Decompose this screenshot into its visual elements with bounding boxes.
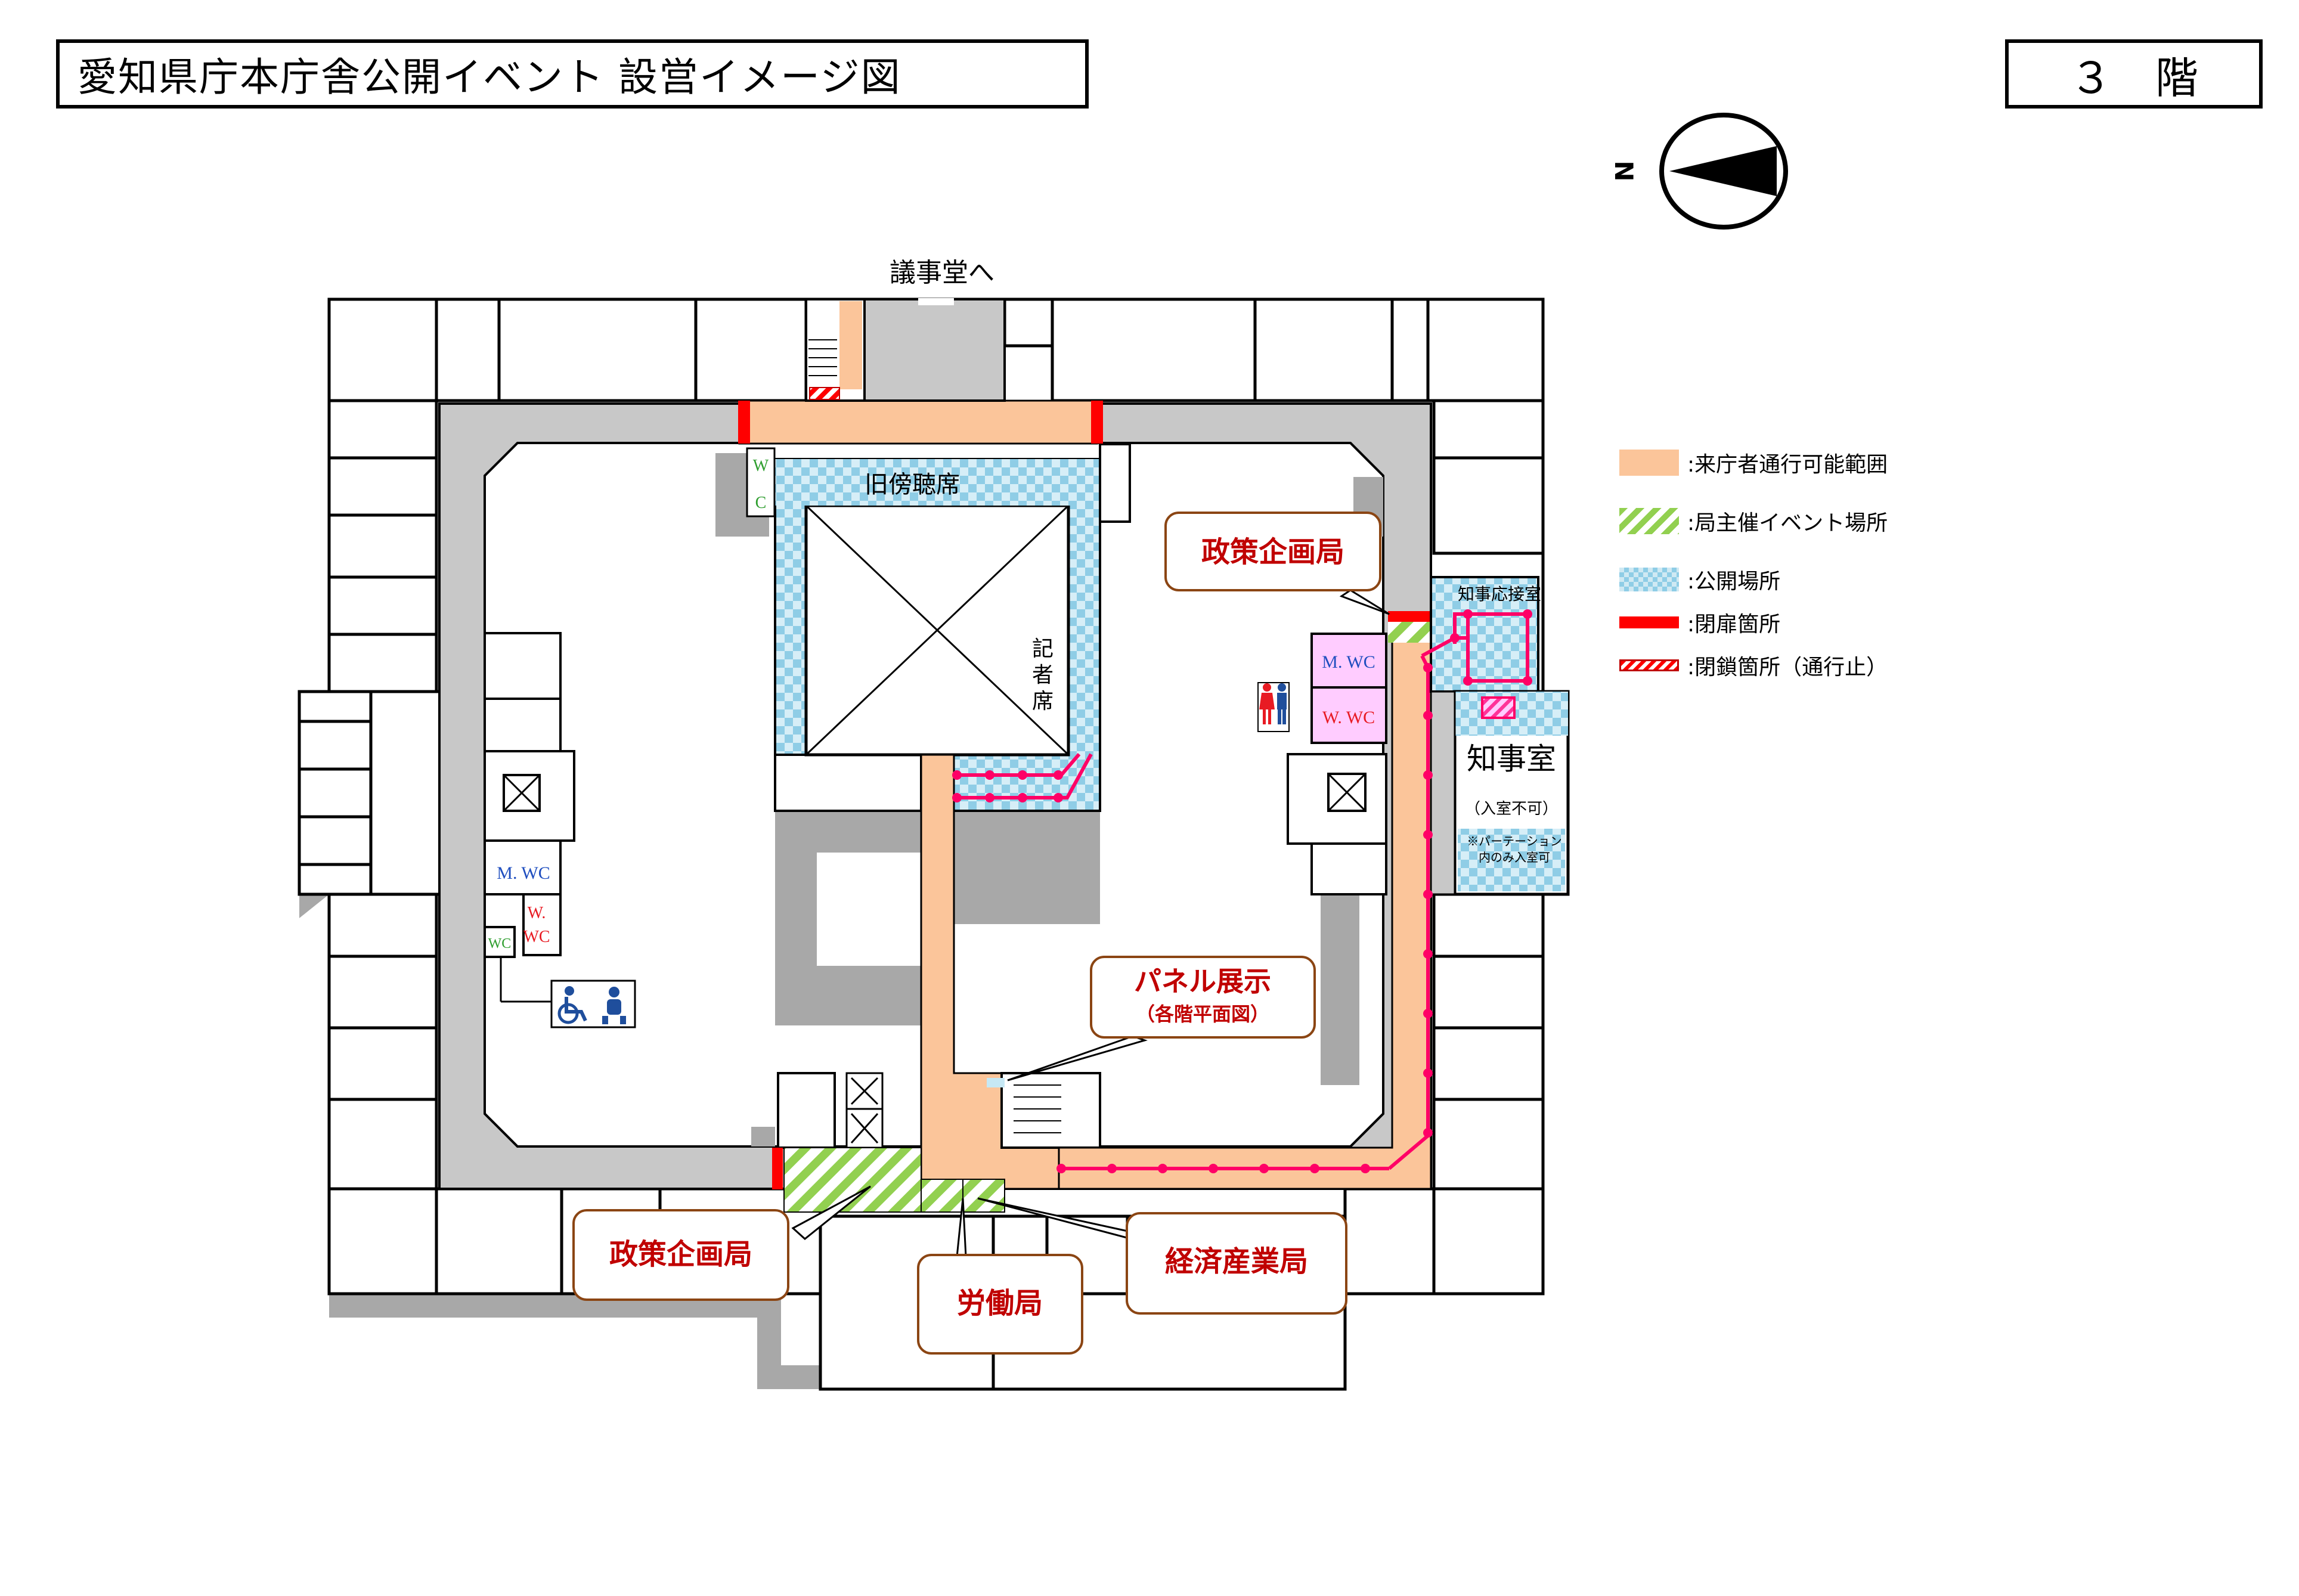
legend-item-block: :閉鎖箇所（通行止）: [1619, 650, 1888, 681]
wc-top-c: C: [755, 494, 767, 512]
label-old-gallery: 旧傍聴席: [865, 472, 960, 498]
callout-policy-top: 政策企画局: [1201, 537, 1344, 568]
wc-left-women-2: WC: [523, 928, 550, 946]
label-partition-note-2: 内のみ入室可: [1479, 851, 1550, 864]
callouts: 政策企画局 パネル展示 （各階平面図） 政策企画局 労働局 経済産業局: [572, 512, 1381, 1355]
wc-left-women-1: W.: [528, 904, 546, 922]
callout-policy-bottom: 政策企画局: [609, 1239, 752, 1270]
legend-label-block: :閉鎖箇所（通行止）: [1687, 655, 1888, 680]
legend-label-closed: :閉扉箇所: [1687, 612, 1781, 637]
wc-left-men: M. WC: [497, 863, 550, 883]
compass: N: [1609, 113, 1788, 230]
callout-panel-sub: （各階平面図）: [1136, 1003, 1269, 1025]
label-governor-reception: 知事応接室: [1458, 585, 1541, 603]
compass-north-label: N: [1609, 160, 1638, 181]
wheelchair-icon: [553, 983, 593, 1025]
legend-item-pass: :来庁者通行可能範囲: [1619, 447, 1888, 478]
compass-needle-icon: [1669, 146, 1777, 196]
left-core: [484, 632, 636, 1028]
legend-swatch-event: [1619, 508, 1679, 534]
legend-item-public: :公開場所: [1619, 564, 1780, 595]
legend-label-public: :公開場所: [1687, 569, 1781, 594]
restroom-icon: [1259, 683, 1287, 724]
closed-door-governor: [1388, 611, 1431, 622]
press-seats-vertical: 記者席: [1032, 636, 1054, 713]
legend-item-closed: :閉扉箇所: [1619, 607, 1780, 638]
label-partition-note-1: ※パーテーション: [1467, 835, 1562, 848]
label-press-seats: 記者席: [1032, 636, 1054, 713]
closed-door-top-left: [738, 401, 750, 444]
right-passage: [1058, 611, 1432, 1190]
title-box: 愛知県庁本庁舎公開イベント 設営イメージ図: [56, 39, 1089, 109]
floor-label: ３ 階: [2069, 52, 2198, 103]
top-passage: [738, 298, 1103, 445]
wc-right-men: M. WC: [1322, 652, 1375, 672]
legend-swatch-pass: [1619, 450, 1679, 476]
route-markers: [952, 609, 1532, 1173]
label-governor-office: 知事室: [1467, 742, 1556, 776]
closed-door-top-right: [1091, 401, 1103, 444]
wc-right-women: W. WC: [1322, 708, 1375, 727]
legend-label-event: :局主催イベント場所: [1687, 511, 1888, 535]
legend-swatch-public: [1619, 568, 1679, 591]
label-no-entry: （入室不可）: [1465, 799, 1558, 817]
wc-top: [746, 447, 776, 517]
callout-panel-title: パネル展示: [1134, 966, 1271, 997]
legend-item-event: :局主催イベント場所: [1619, 506, 1888, 537]
legend-label-pass: :来庁者通行可能範囲: [1687, 453, 1888, 477]
label-to-assembly: 議事堂へ: [890, 258, 994, 287]
legend-swatch-block: [1619, 659, 1679, 671]
right-core: [1257, 633, 1387, 895]
wc-left-small: WC: [488, 936, 512, 952]
floor-box: ３ 階: [2005, 39, 2263, 109]
closed-door-bottom: [772, 1148, 783, 1189]
legend-swatch-closed: [1619, 616, 1679, 628]
callout-economy: 経済産業局: [1165, 1246, 1308, 1278]
baby-care-icon: [602, 987, 626, 1024]
wc-top-w: W: [753, 457, 769, 475]
governor-area: [1430, 576, 1570, 896]
callout-labor: 労働局: [957, 1288, 1043, 1319]
page-title: 愛知県庁本庁舎公開イベント 設営イメージ図: [78, 54, 901, 100]
atrium: [774, 443, 1131, 812]
